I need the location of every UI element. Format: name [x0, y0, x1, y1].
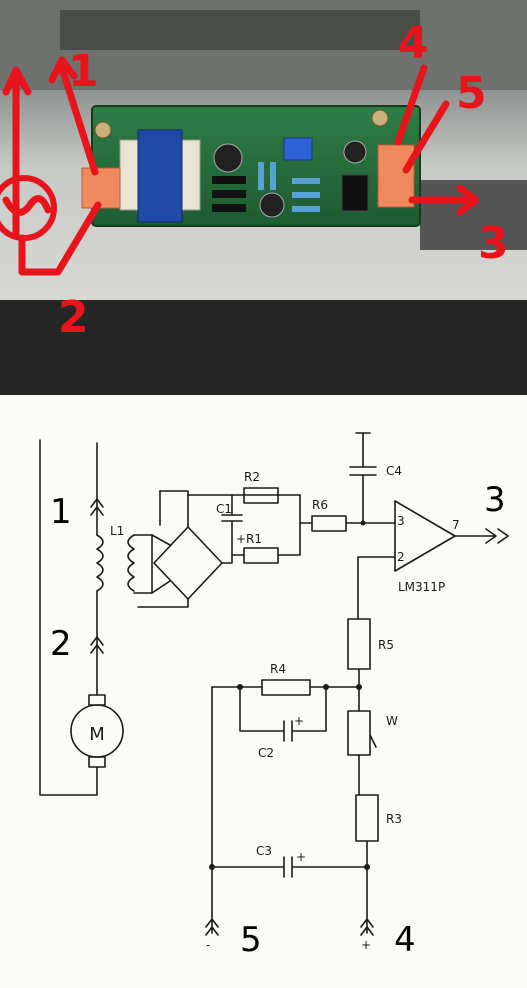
photo-marker-5: 5 [456, 68, 487, 119]
terminal-number-5: 5 [240, 920, 262, 960]
terminal-block-right [377, 144, 415, 208]
photo-side-block [420, 180, 527, 250]
pcb-photo-drawing: 1 2 3 4 5 [0, 0, 527, 395]
potentiometer-w-wiper [369, 734, 377, 748]
terminal-number-4: 4 [394, 920, 416, 960]
photo-lower-area [0, 300, 527, 395]
label-r1: R1 [246, 532, 262, 546]
label-terminal-4-plus: + [361, 938, 371, 952]
resistors [258, 162, 320, 212]
line-2 [18, 201, 102, 276]
label-l1: L1 [110, 524, 124, 538]
label-w: W [386, 714, 398, 728]
label-terminal-5-minus: - [206, 938, 210, 952]
terminal-1-symbol [90, 498, 104, 516]
terminal-number-1: 1 [50, 492, 72, 532]
wire-secondary [133, 534, 153, 594]
capacitor-c1 [213, 143, 243, 173]
terminal-5-symbol [205, 866, 219, 936]
photo-marker-4: 4 [398, 18, 429, 69]
pcb-mount-hole-right [371, 109, 389, 127]
wire-bridge-bottom [137, 598, 189, 608]
label-r3: R3 [386, 812, 402, 826]
label-c2-plus: + [294, 714, 304, 728]
label-ic: LM311P [398, 580, 445, 594]
terminal-number-3: 3 [484, 480, 506, 520]
motor-brush-top [88, 694, 106, 706]
label-c3: C3 [256, 844, 272, 858]
inductor-l1-primary [96, 534, 104, 592]
wire-pin2 [357, 556, 396, 620]
wire-output-3 [454, 528, 509, 544]
terminal-number-2: 2 [50, 624, 72, 664]
label-motor: M [89, 724, 105, 745]
wire-bridge-in [151, 534, 171, 594]
red-annotations [0, 56, 480, 276]
label-c2: C2 [258, 746, 274, 760]
capacitor-c3-symbol [211, 686, 368, 878]
resistor-r3 [355, 794, 379, 842]
potentiometer-w [347, 710, 371, 756]
label-pin7: 7 [452, 518, 460, 532]
schematic: L1 R2 R1 C1 + R6 C4 3 2 7 LM311P R5 R4 +… [0, 395, 527, 988]
arrow-3 [408, 184, 480, 216]
terminal-2-symbol [90, 636, 104, 654]
label-c1: C1 [216, 502, 232, 516]
label-c1-plus: + [236, 532, 246, 546]
bridge-diodes [212, 176, 246, 212]
pcb-mount-hole-left [94, 121, 112, 139]
capacitor-c4-symbol [349, 432, 377, 524]
photo-marker-2: 2 [58, 292, 89, 343]
capacitor-c2-symbol [239, 686, 327, 742]
terminal-4-symbol [360, 866, 374, 936]
resistor-r4 [261, 679, 311, 696]
wire-r1-out [277, 494, 301, 556]
label-c4: C4 [386, 464, 402, 478]
terminal-block-left [81, 167, 121, 209]
label-r6: R6 [312, 498, 328, 512]
resistor-r2 [243, 487, 279, 504]
schematic-drawing: L1 R2 R1 C1 + R6 C4 3 2 7 LM311P R5 R4 +… [39, 432, 509, 960]
label-c3-plus: + [296, 850, 306, 864]
capacitor-c2 [259, 192, 285, 218]
capacitor-c4 [343, 140, 367, 164]
label-pin3: 3 [397, 514, 405, 528]
photo-marker-1: 1 [68, 46, 99, 97]
arrow-1 [48, 56, 99, 176]
label-r4: R4 [270, 662, 286, 676]
label-r2: R2 [244, 470, 260, 484]
transformer-core [137, 129, 183, 223]
ic-lm311p [341, 174, 369, 212]
label-pin2: 2 [397, 550, 405, 564]
trimmer-w [283, 137, 313, 161]
line-5 [402, 100, 450, 174]
label-r5: R5 [378, 638, 394, 652]
comparator-lm311p [394, 500, 456, 572]
inductor-l1-secondary [127, 534, 135, 592]
photo-slot [60, 10, 420, 50]
wire-return-loop [39, 439, 98, 796]
resistor-r5 [347, 618, 371, 670]
line-4 [394, 64, 428, 146]
motor-brush-bottom [88, 756, 106, 768]
bridge-rectifier [153, 526, 223, 600]
resistor-r6 [311, 515, 347, 532]
wire-bridge-top [159, 490, 189, 528]
pcb-photo: 1 2 3 4 5 [0, 0, 527, 395]
ac-wave [2, 195, 52, 216]
resistor-r1 [243, 547, 279, 564]
photo-marker-3: 3 [478, 218, 509, 269]
